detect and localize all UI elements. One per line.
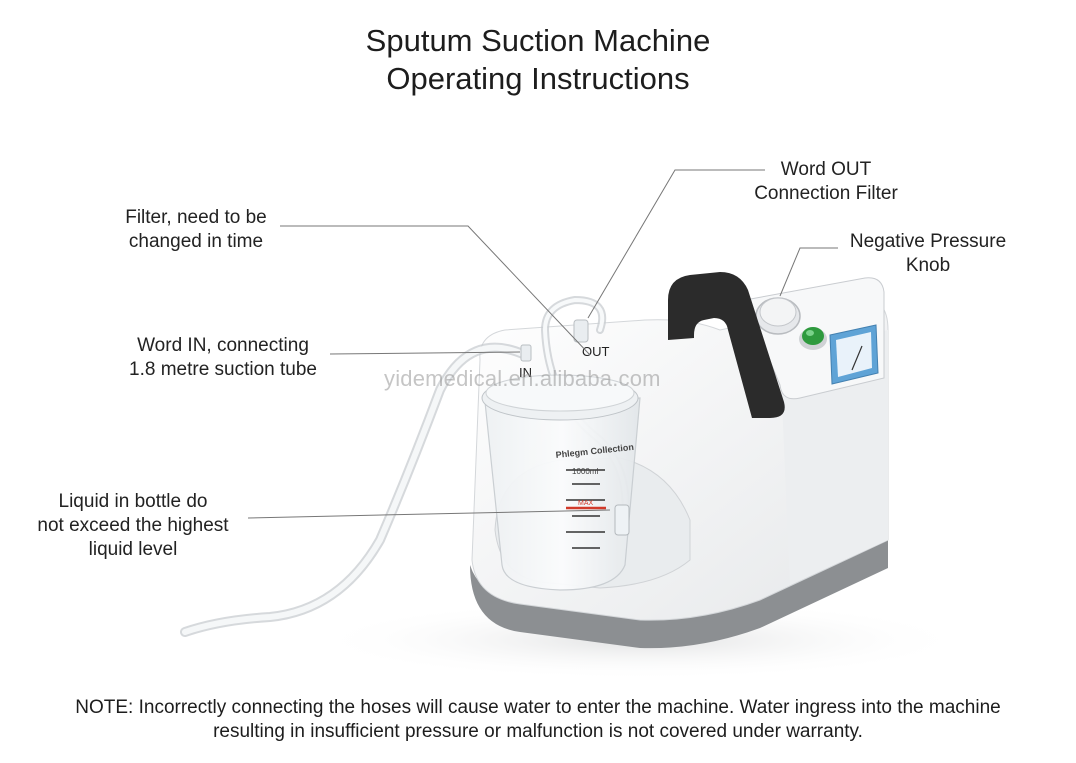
leader-liquid <box>247 509 611 519</box>
out-port-label: OUT <box>582 344 610 359</box>
bottle-graduation <box>566 469 605 549</box>
page-title: Sputum Suction Machine Operating Instruc… <box>0 22 1076 98</box>
watermark: yidemedical.en.alibaba.com <box>384 366 661 391</box>
collection-bottle: Phlegm Collection 1000ml MAX OUT IN <box>481 319 641 591</box>
max-level-text: MAX <box>578 500 594 507</box>
bottle-volume-label: 1000ml <box>572 467 598 476</box>
note-line-2: resulting in insufficient pressure or ma… <box>213 721 863 742</box>
filter <box>614 504 630 536</box>
leader-negative-pressure <box>779 247 838 297</box>
callout-negative-pressure: Negative Pressure Knob <box>838 230 1018 278</box>
callout-filter-line-1: Filter, need to be <box>125 207 267 228</box>
callout-word-out-line-1: Word OUT <box>780 159 872 180</box>
negative-pressure-knob[interactable] <box>755 297 801 335</box>
callout-liquid: Liquid in bottle do not exceed the highe… <box>20 490 246 562</box>
callout-negative-pressure-line-2: Knob <box>905 255 951 276</box>
pressure-gauge <box>829 324 879 385</box>
callout-negative-pressure-line-1: Negative Pressure <box>849 231 1007 252</box>
title-line-1: Sputum Suction Machine <box>365 23 711 58</box>
callout-liquid-line-3: liquid level <box>88 539 178 560</box>
callout-word-in-line-1: Word IN, connecting <box>137 335 309 356</box>
callout-filter-line-2: changed in time <box>128 231 264 252</box>
callout-liquid-line-2: not exceed the highest <box>37 515 229 536</box>
callout-word-out-line-2: Connection Filter <box>754 183 898 204</box>
in-port-label: IN <box>519 365 532 380</box>
callout-liquid-line-1: Liquid in bottle do <box>58 491 208 512</box>
carry-handle[interactable] <box>668 272 785 418</box>
in-port <box>520 344 532 362</box>
leader-word-out <box>587 169 765 319</box>
callout-word-out: Word OUT Connection Filter <box>738 158 914 206</box>
leader-word-in <box>329 351 521 355</box>
callout-word-in-line-2: 1.8 metre suction tube <box>129 359 317 380</box>
power-switch[interactable] <box>799 327 827 350</box>
leader-lines <box>247 169 838 519</box>
warranty-note: NOTE: Incorrectly connecting the hoses w… <box>0 696 1076 744</box>
out-port <box>573 319 589 343</box>
callout-filter: Filter, need to be changed in time <box>106 206 286 254</box>
control-panel <box>744 277 885 400</box>
title-line-2: Operating Instructions <box>386 61 690 96</box>
note-line-1: NOTE: Incorrectly connecting the hoses w… <box>75 697 1001 718</box>
leader-filter <box>280 225 591 356</box>
callout-word-in: Word IN, connecting 1.8 metre suction tu… <box>112 334 334 382</box>
